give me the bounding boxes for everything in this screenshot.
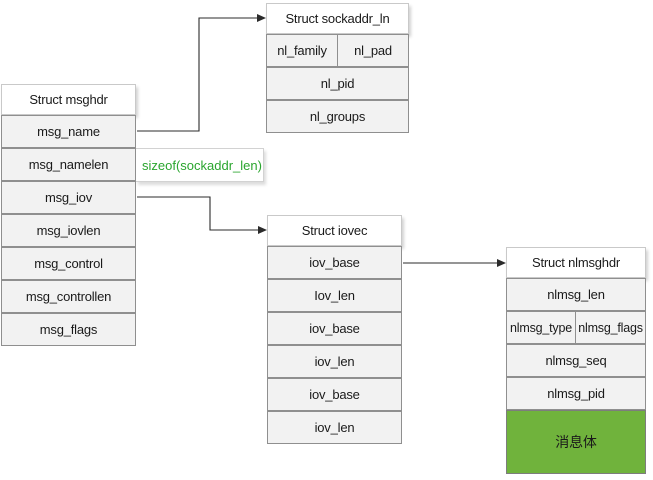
sockaddr-title: Struct sockaddr_ln: [266, 3, 409, 34]
msghdr-field-msg-controllen: msg_controllen: [1, 280, 136, 313]
msghdr-field-msg-namelen: msg_namelen: [1, 148, 136, 181]
nlmsghdr-message-body: 消息体: [506, 410, 646, 474]
nlmsghdr-field-nlmsg-type: nlmsg_type: [506, 311, 576, 344]
nlmsghdr-field-nlmsg-seq: nlmsg_seq: [506, 344, 646, 377]
msghdr-field-msg-iov: msg_iov: [1, 181, 136, 214]
msghdr-field-msg-name: msg_name: [1, 115, 136, 148]
msg-namelen-annotation: sizeof(sockaddr_len): [136, 148, 264, 182]
msg-name-to-sockaddr-arrow: [137, 14, 266, 132]
sockaddr-field-nl-pid: nl_pid: [266, 67, 409, 100]
iovec-field-iov-base-2: iov_base: [267, 312, 402, 345]
nlmsghdr-field-nlmsg-flags: nlmsg_flags: [575, 311, 646, 344]
nlmsghdr-field-nlmsg-pid: nlmsg_pid: [506, 377, 646, 410]
msghdr-field-msg-control: msg_control: [1, 247, 136, 280]
sockaddr-field-nl-groups: nl_groups: [266, 100, 409, 133]
msghdr-field-msg-flags: msg_flags: [1, 313, 136, 346]
msghdr-field-msg-iovlen: msg_iovlen: [1, 214, 136, 247]
nlmsghdr-title: Struct nlmsghdr: [506, 247, 646, 278]
msg-iov-to-iovec-arrow: [137, 196, 267, 234]
iovec-field-iov-base-3: iov_base: [267, 378, 402, 411]
msghdr-title: Struct msghdr: [1, 84, 136, 115]
nlmsghdr-field-nlmsg-len: nlmsg_len: [506, 278, 646, 311]
iovec-field-iov-base-1: iov_base: [267, 246, 402, 279]
iovec-field-iov-len-1: Iov_len: [267, 279, 402, 312]
iovec-title: Struct iovec: [267, 215, 402, 246]
iovec-field-iov-len-3: iov_len: [267, 411, 402, 444]
sockaddr-field-nl-family: nl_family: [266, 34, 338, 67]
iovec-field-iov-len-2: iov_len: [267, 345, 402, 378]
msg-namelen-note: sizeof(sockaddr_len): [142, 158, 262, 173]
sockaddr-field-nl-pad: nl_pad: [337, 34, 409, 67]
